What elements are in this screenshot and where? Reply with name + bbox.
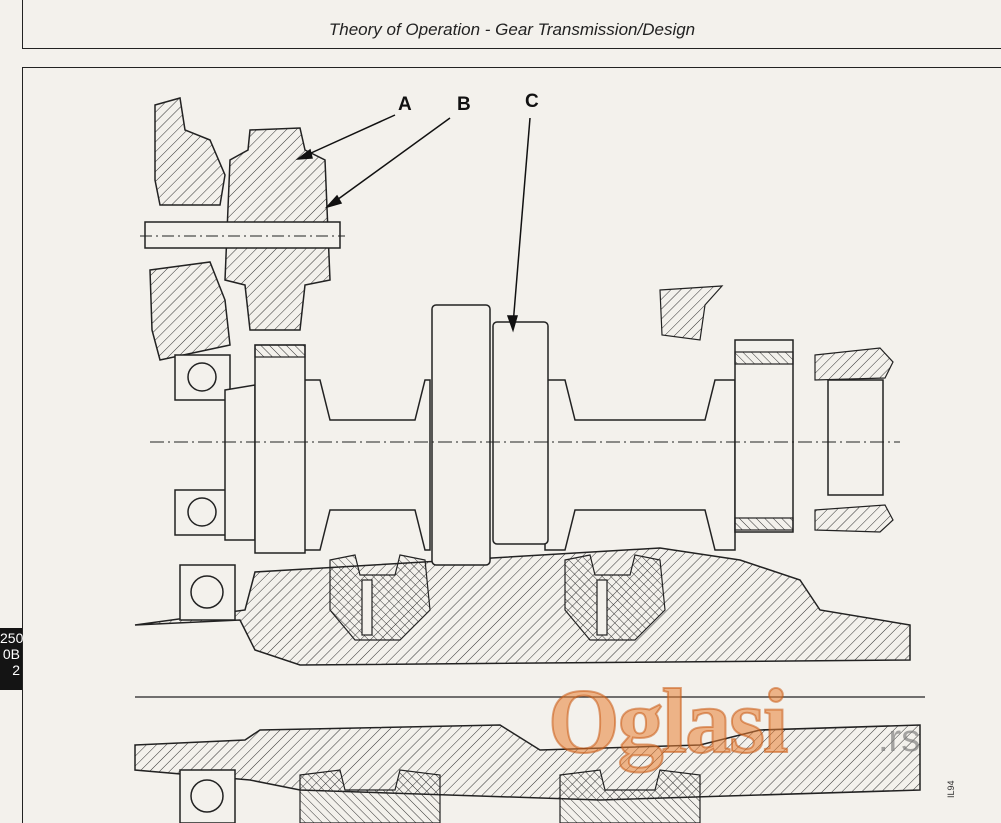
watermark-tld: .rs — [878, 718, 921, 760]
section-tab-line: 2 — [12, 662, 20, 678]
oglasi-watermark-logo: Oglasi .rs — [547, 668, 968, 773]
watermark-brand: Oglasi — [547, 669, 789, 773]
bearings — [174, 354, 236, 823]
figure-frame — [22, 67, 1001, 823]
page-title: Theory of Operation - Gear Transmission/… — [328, 20, 696, 39]
main-shaft — [150, 304, 900, 566]
hatched-gear-segments — [254, 285, 894, 533]
callout-a-label: A — [398, 94, 412, 115]
leader-lines — [295, 114, 531, 333]
page-header: Theory of Operation - Gear Transmission/… — [22, 0, 1001, 49]
callout-c-label: C — [525, 91, 539, 112]
figure-code: IL94 — [946, 780, 956, 798]
section-tab-line: 250 — [0, 630, 24, 646]
section-tab-line: 0B — [2, 646, 20, 662]
synchronizers — [299, 554, 701, 823]
section-tab: 250 0B 2 — [0, 628, 24, 690]
idler-gear-A — [140, 127, 345, 331]
callout-b-label: B — [457, 94, 471, 115]
